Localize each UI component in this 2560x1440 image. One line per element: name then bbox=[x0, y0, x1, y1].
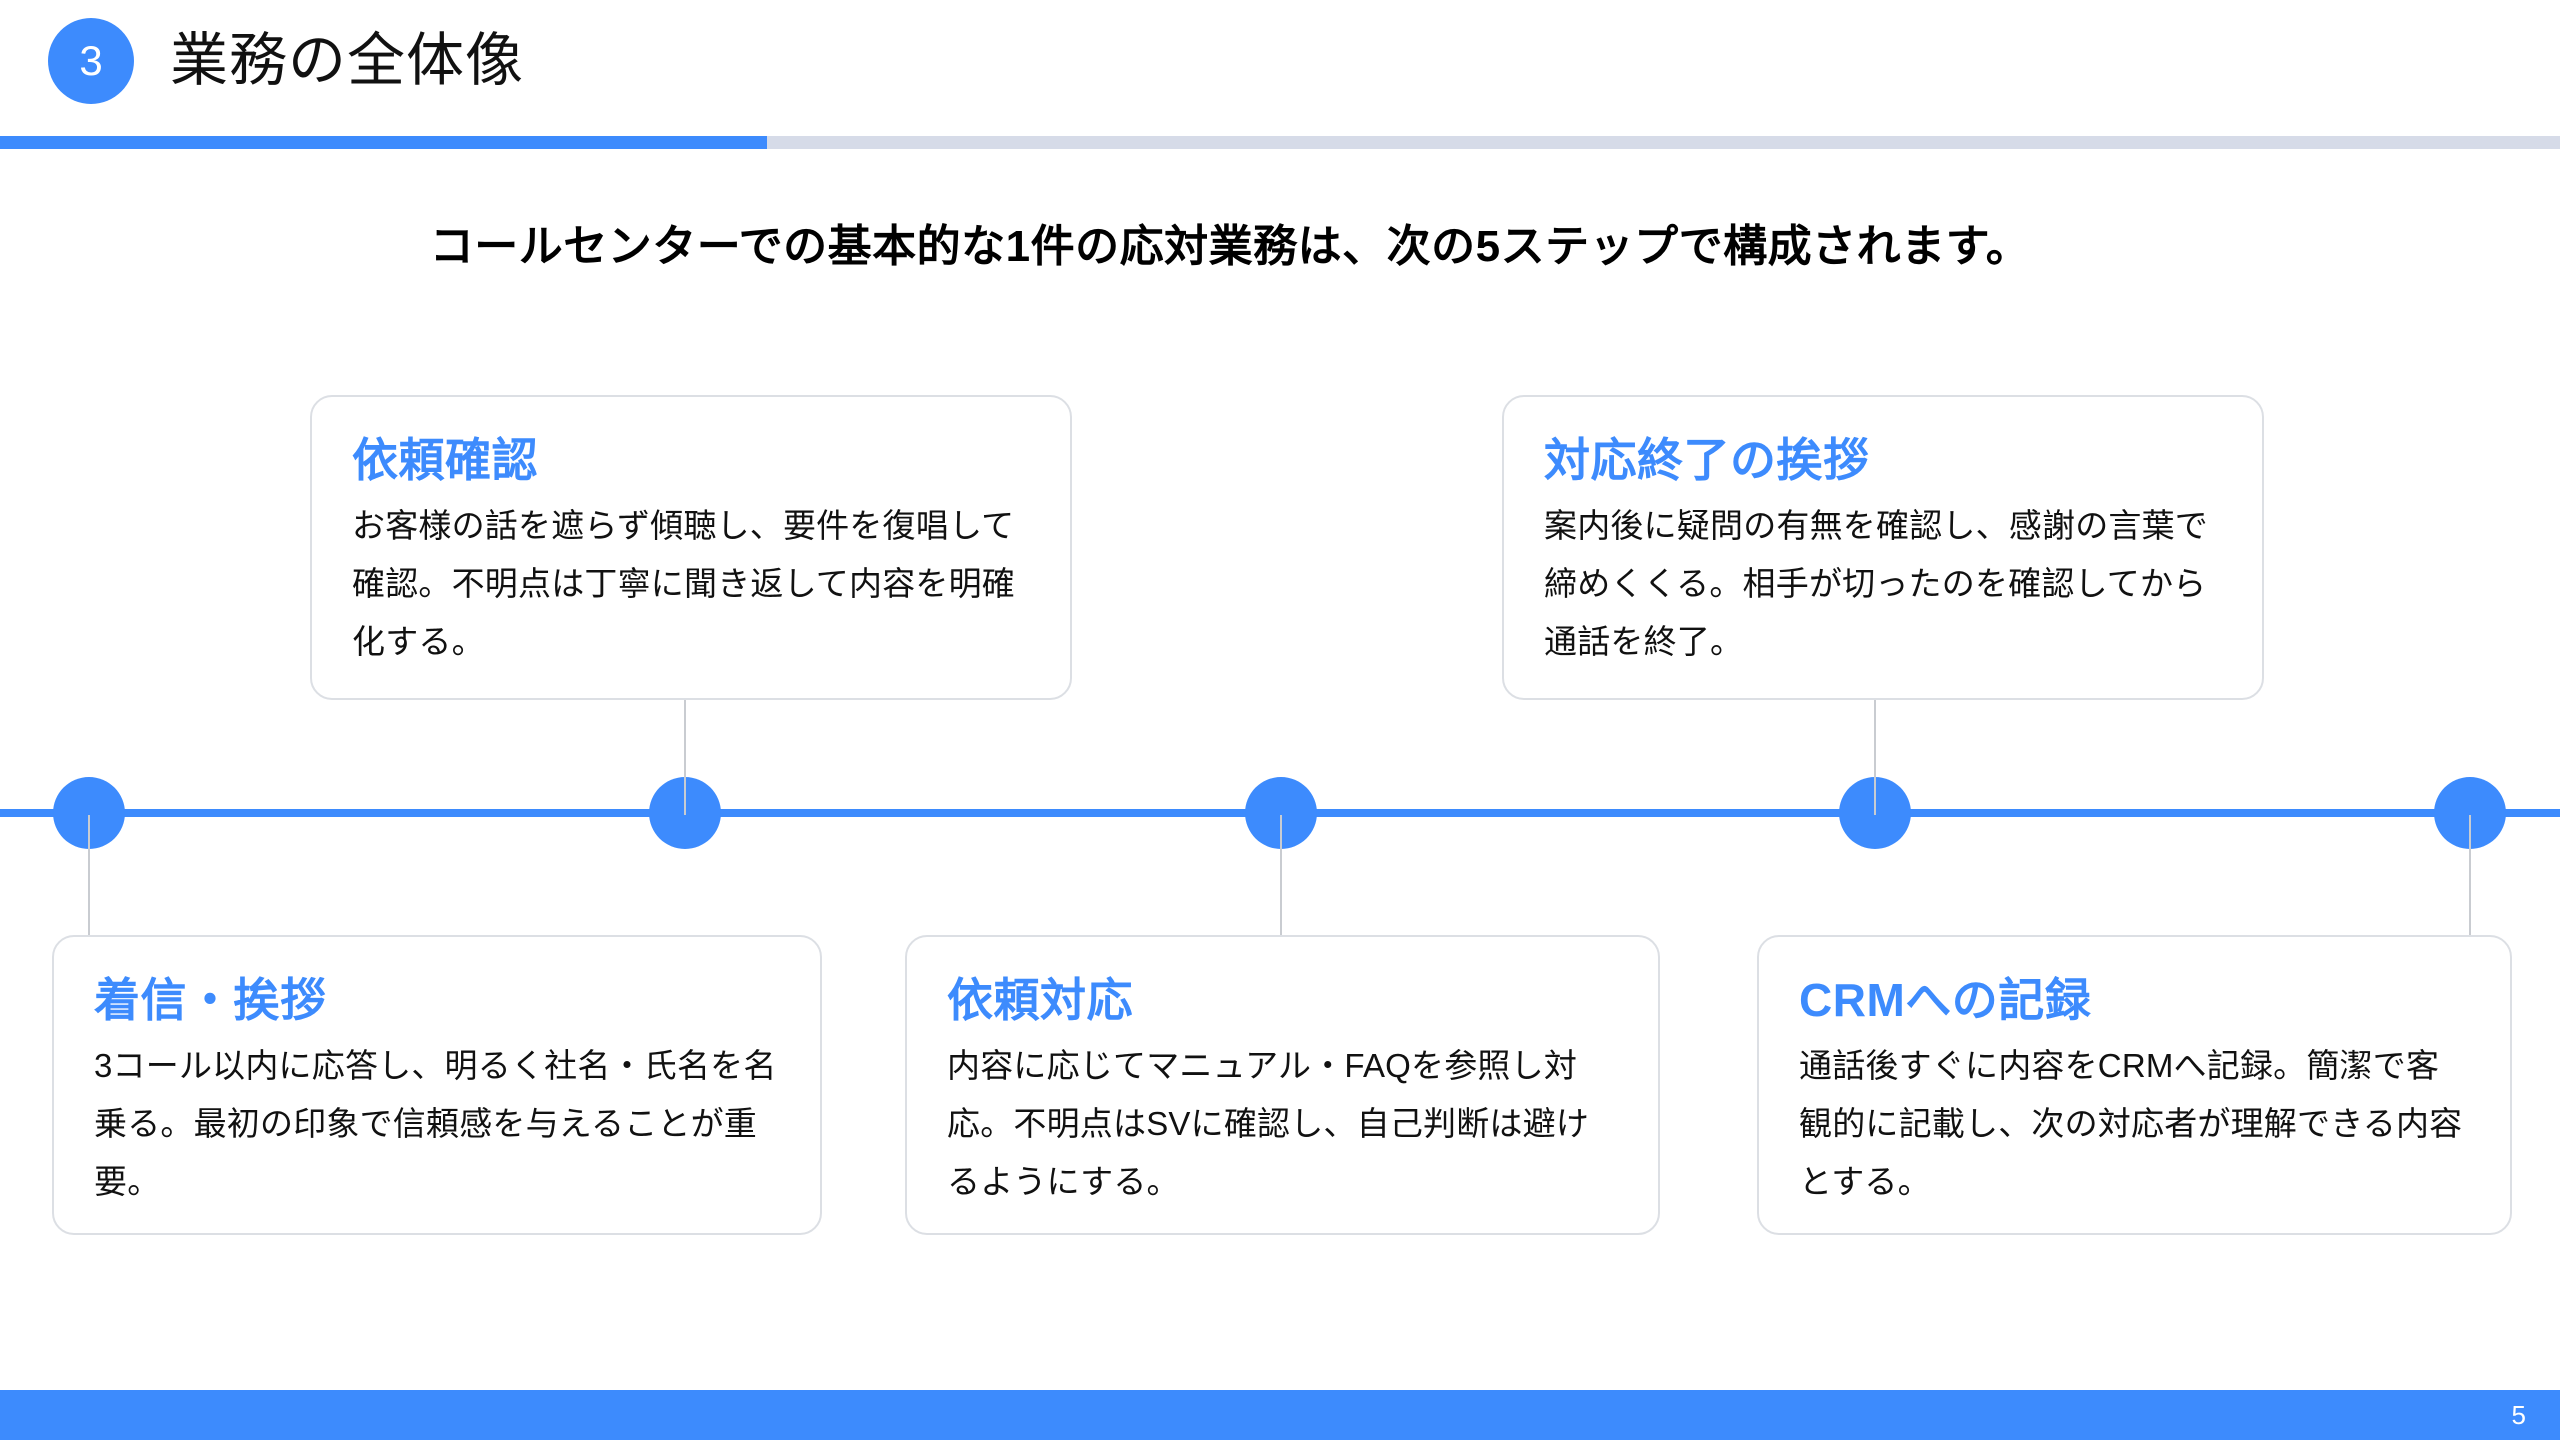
step-card-4[interactable]: 対応終了の挨拶 案内後に疑問の有無を確認し、感謝の言葉で締めくくる。相手が切った… bbox=[1502, 395, 2264, 700]
page-number: 5 bbox=[2511, 1400, 2526, 1430]
step-card-4-title: 対応終了の挨拶 bbox=[1544, 434, 1870, 486]
page-title: 業務の全体像 bbox=[170, 28, 525, 93]
step-card-2-title: 依頼確認 bbox=[352, 434, 538, 486]
step-card-3-title: 依頼対応 bbox=[947, 974, 1133, 1026]
step-card-3-body: 内容に応じてマニュアル・FAQを参照し対応。不明点はSVに確認し、自己判断は避け… bbox=[947, 1047, 1590, 1200]
step-card-1-title: 着信・挨拶 bbox=[94, 974, 327, 1026]
slide-subtitle: コールセンターでの基本的な1件の応対業務は、次の5ステップで構成されます。 bbox=[429, 222, 2031, 271]
step-card-2-body: お客様の話を遮らず傾聴し、要件を復唱して確認。不明点は丁寧に聞き返して内容を明確… bbox=[352, 507, 1016, 660]
step-card-4-body: 案内後に疑問の有無を確認し、感謝の言葉で締めくくる。相手が切ったのを確認してから… bbox=[1544, 507, 2208, 660]
connector-line-step-1 bbox=[88, 815, 90, 935]
connector-line-step-2 bbox=[684, 700, 686, 815]
step-card-5-body: 通話後すぐに内容をCRMへ記録。簡潔で客観的に記載し、次の対応者が理解できる内容… bbox=[1799, 1047, 2463, 1200]
section-number-badge: 3 bbox=[48, 18, 134, 104]
footer-bar bbox=[0, 1390, 2560, 1440]
step-card-2[interactable]: 依頼確認 お客様の話を遮らず傾聴し、要件を復唱して確認。不明点は丁寧に聞き返して… bbox=[310, 395, 1072, 700]
connector-line-step-4 bbox=[1874, 700, 1876, 815]
connector-line-step-3 bbox=[1280, 815, 1282, 935]
header-divider-accent bbox=[0, 136, 767, 149]
step-card-5-title: CRMへの記録 bbox=[1799, 974, 2092, 1026]
step-card-1-body: 3コール以内に応答し、明るく社名・氏名を名乗る。最初の印象で信頼感を与えることが… bbox=[94, 1047, 777, 1200]
connector-line-step-5 bbox=[2469, 815, 2471, 935]
step-card-3[interactable]: 依頼対応 内容に応じてマニュアル・FAQを参照し対応。不明点はSVに確認し、自己… bbox=[905, 935, 1660, 1235]
step-card-1[interactable]: 着信・挨拶 3コール以内に応答し、明るく社名・氏名を名乗る。最初の印象で信頼感を… bbox=[52, 935, 822, 1235]
slide-header: 3 業務の全体像 bbox=[0, 0, 2560, 149]
step-card-5[interactable]: CRMへの記録 通話後すぐに内容をCRMへ記録。簡潔で客観的に記載し、次の対応者… bbox=[1757, 935, 2512, 1235]
